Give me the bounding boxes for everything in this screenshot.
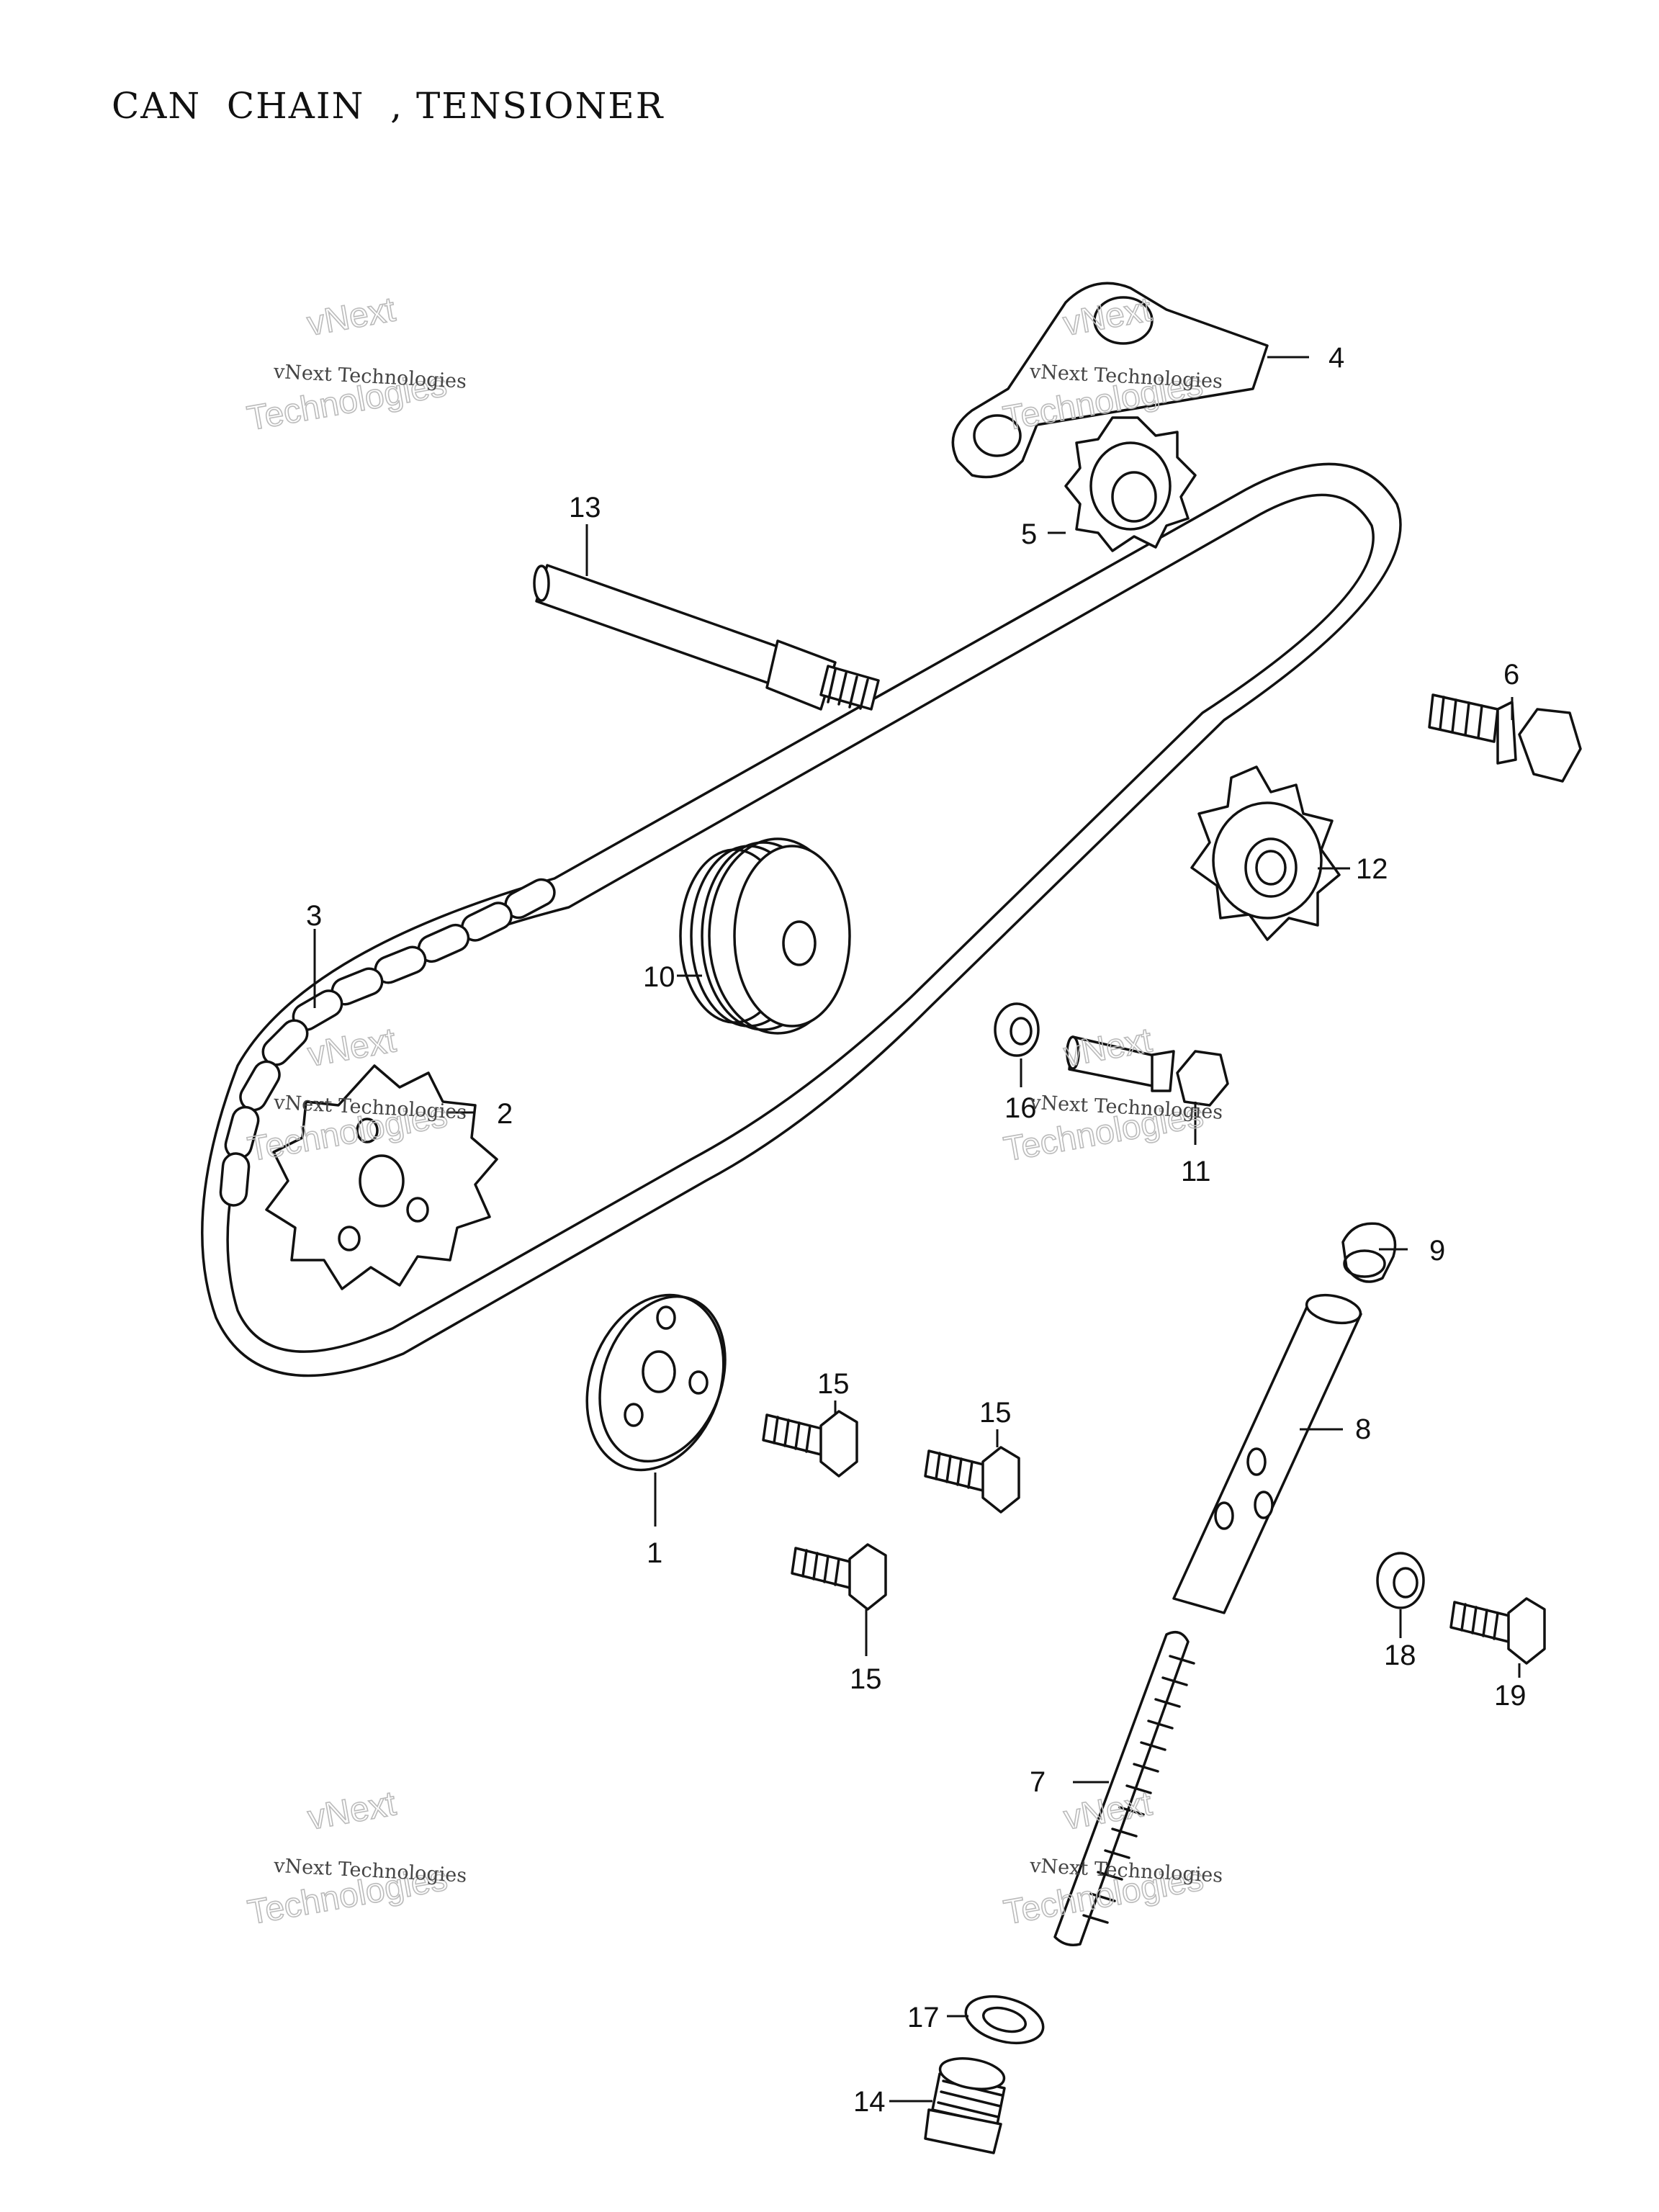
- callout-2: 2: [497, 1098, 513, 1130]
- callout-8: 8: [1355, 1413, 1371, 1445]
- part-6-bolt: [1428, 693, 1582, 783]
- leader-lines: [313, 356, 1521, 2103]
- svg-text:vNext: vNext: [1061, 1784, 1155, 1838]
- watermarks: vNext Technologies vNext Technologies vN…: [244, 290, 1223, 1933]
- part-1-plate: [585, 1293, 727, 1472]
- part-9-cap: [1341, 1222, 1397, 1283]
- callout-labels: 4 5 13 3 6 12 10 2 16 11 9 8 1 15 15 15 …: [306, 342, 1527, 2118]
- callout-16: 17: [907, 2002, 940, 2033]
- callout-7: 7: [1030, 1766, 1046, 1798]
- part-15-bolt-b: [924, 1446, 1020, 1514]
- part-16-washer: [964, 1995, 1045, 2045]
- part-5-sprocket: [1064, 416, 1197, 552]
- watermark-top-left: vNext Technologies: [244, 290, 451, 439]
- part-7-spring: [1053, 1630, 1195, 1946]
- callout-15-a: 15: [817, 1368, 850, 1400]
- callout-14: 14: [853, 2086, 886, 2118]
- part-10-roller: [679, 837, 851, 1035]
- callout-11: 11: [1181, 1156, 1211, 1187]
- svg-text:vNext: vNext: [305, 1021, 399, 1074]
- part-11-bolt: [1066, 1035, 1229, 1107]
- svg-text:vNext: vNext: [305, 290, 398, 343]
- page-title: CAN CHAIN , TENSIONER: [112, 85, 665, 127]
- callout-18: 18: [1384, 1640, 1416, 1671]
- callout-3: 3: [306, 900, 322, 932]
- part-8-tube: [1172, 1293, 1362, 1614]
- part-18-washer: [1376, 1552, 1425, 1609]
- part-15-bolt-a: [762, 1410, 858, 1478]
- callout-10: 10: [643, 961, 675, 993]
- callout-6: 6: [1503, 659, 1519, 691]
- callout-4: 4: [1328, 342, 1344, 374]
- part-15-bolt-c: [791, 1543, 887, 1611]
- callout-5: 5: [1021, 518, 1037, 550]
- callout-1: 1: [647, 1537, 662, 1569]
- part-17-washer: [994, 1002, 1040, 1057]
- part-4-bracket: [951, 282, 1269, 479]
- callout-15-b: 15: [979, 1397, 1012, 1429]
- callout-15-c: 15: [850, 1663, 882, 1695]
- callout-9: 9: [1429, 1235, 1445, 1267]
- part-19-bolt: [1449, 1597, 1546, 1665]
- callout-13: 13: [569, 492, 601, 523]
- part-14-plug: [924, 2057, 1006, 2154]
- part-13-shaft: [533, 564, 880, 711]
- callout-12: 12: [1356, 853, 1388, 885]
- callout-19: 19: [1494, 1680, 1527, 1712]
- callout-17: 16: [1004, 1092, 1037, 1124]
- part-12-sprocket: [1190, 765, 1341, 941]
- watermark-bottom-left: vNext Technologies: [244, 1784, 451, 1933]
- svg-text:vNext: vNext: [305, 1784, 399, 1838]
- part-2-sprocket: [265, 1064, 498, 1290]
- cam-chain: [201, 462, 1402, 1377]
